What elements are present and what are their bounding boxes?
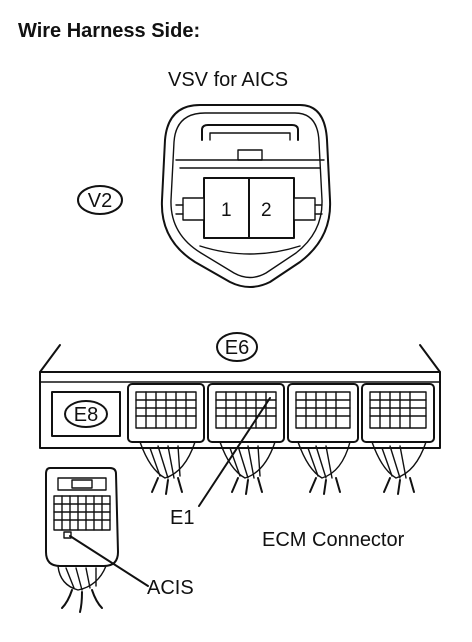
ecm-e6-label: E6 (225, 337, 249, 359)
ecm-caption: ECM Connector (262, 529, 405, 551)
ecm-plug-2 (207, 383, 285, 495)
acis-terminal (63, 531, 72, 539)
acis-leader-line (69, 535, 149, 587)
vsv-pin-2: 2 (261, 200, 272, 221)
ecm-plug-1 (127, 383, 205, 495)
acis-connector (45, 467, 119, 613)
acis-callout: ACIS (147, 577, 194, 599)
e1-leader-line (198, 397, 271, 507)
ecm-e8-label: E8 (74, 404, 98, 426)
vsv-connector (160, 104, 332, 288)
ecm-e6-badge (216, 332, 258, 362)
ecm-plug-3 (287, 383, 359, 495)
e1-callout: E1 (170, 507, 194, 529)
page-heading: Wire Harness Side: (18, 20, 200, 42)
vsv-pin-1: 1 (221, 200, 232, 221)
vsv-title: VSV for AICS (168, 69, 288, 91)
vsv-code-badge (77, 185, 123, 215)
ecm-e8-badge (64, 400, 108, 428)
vsv-latch (237, 149, 263, 161)
ecm-plug-4 (361, 383, 435, 495)
vsv-code-label: V2 (88, 190, 112, 212)
